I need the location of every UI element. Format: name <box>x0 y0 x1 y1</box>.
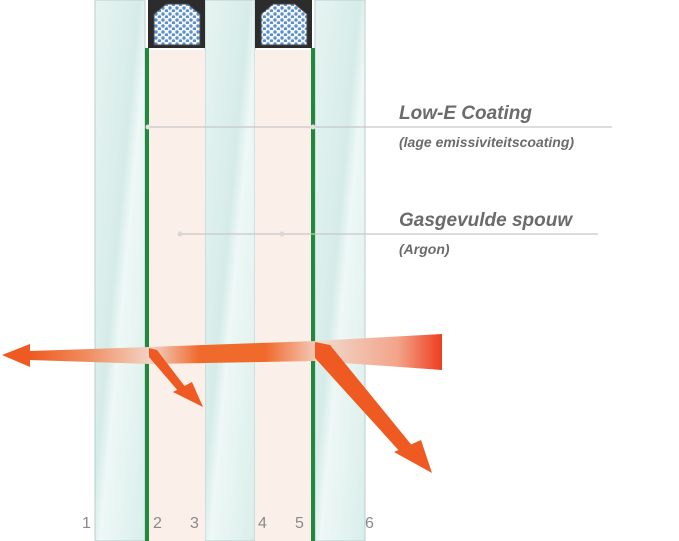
surface-number-4: 4 <box>258 515 267 532</box>
heat-arrow-icon <box>315 342 432 473</box>
spacer-desiccant-icon <box>148 0 205 48</box>
glass-pane-middle <box>204 0 256 541</box>
surface-number-5: 5 <box>295 515 304 532</box>
low-e-coating-surface-5 <box>311 48 315 541</box>
gas-cavity-2 <box>255 50 312 541</box>
surface-number-2: 2 <box>153 515 162 532</box>
glass-pane-inner <box>314 0 366 541</box>
cavity-leader-line <box>177 231 598 237</box>
heat-arrow-icon <box>149 348 203 407</box>
surface-number-6: 6 <box>365 515 374 532</box>
spacer-desiccant-icon <box>255 0 312 48</box>
coating-subtitle: (lage emissiviteitscoating) <box>399 134 574 150</box>
low-e-coating-surface-2 <box>145 48 149 541</box>
cavity-subtitle: (Argon) <box>399 241 450 257</box>
surface-number-3: 3 <box>190 515 199 532</box>
cavity-title: Gasgevulde spouw <box>399 210 573 231</box>
surface-number-1: 1 <box>82 515 91 532</box>
coating-leader-line <box>145 124 612 130</box>
gas-cavity-1 <box>148 50 205 541</box>
glass-pane-outer <box>94 0 146 541</box>
coating-title: Low-E Coating <box>399 103 532 124</box>
heat-arrow-icon <box>2 334 442 370</box>
